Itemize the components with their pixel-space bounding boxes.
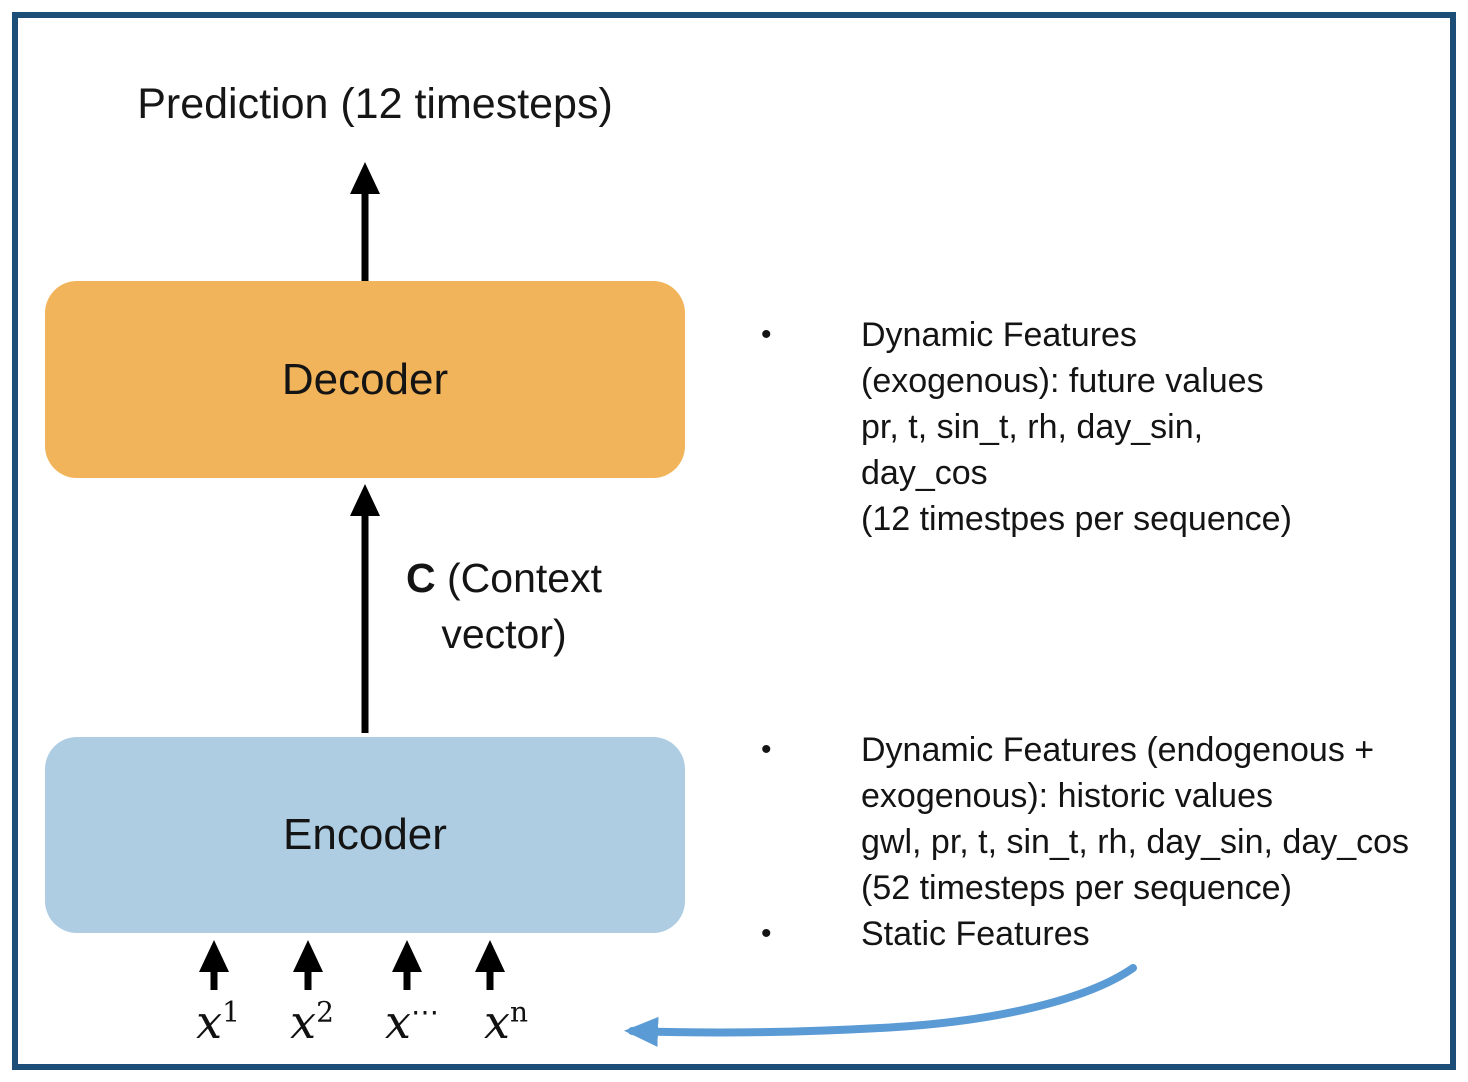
bullet-line: gwl, pr, t, sin_t, rh, day_sin, day_cos xyxy=(861,823,1410,861)
bullet-icon: • xyxy=(761,733,772,766)
context-label-line1: (Context xyxy=(435,555,602,601)
input-label-xdots: x⋯ xyxy=(364,995,460,1049)
input-sup: 2 xyxy=(316,995,334,1029)
decoder-features-list: • Dynamic Features (exogenous): future v… xyxy=(755,312,1435,542)
decoder-label: Decoder xyxy=(281,354,449,404)
input-base: x xyxy=(385,995,411,1049)
input-sup: ⋯ xyxy=(410,995,439,1029)
encoder-label: Encoder xyxy=(283,810,447,859)
input-label-xn: xn xyxy=(458,995,554,1049)
bullet-text: Dynamic Features (exogenous): future val… xyxy=(861,312,1435,542)
bullet-icon: • xyxy=(761,917,772,950)
decoder-box: Decoder xyxy=(45,281,685,478)
bullet-line: (exogenous): future values xyxy=(861,362,1264,400)
context-c-symbol: C xyxy=(406,555,436,601)
input-base: x xyxy=(484,995,510,1049)
bullet-text: Static Features xyxy=(861,911,1435,957)
bullet-text: Dynamic Features (endogenous + exogenous… xyxy=(861,727,1435,911)
input-base: x xyxy=(196,995,223,1049)
bullet-line: Dynamic Features (endogenous + xyxy=(861,731,1375,769)
bullet-line: exogenous): historic values xyxy=(861,777,1274,815)
list-item: • Static Features xyxy=(755,911,1435,957)
context-vector-label: C (Context vector) xyxy=(388,550,620,662)
input-label-x2: x2 xyxy=(264,995,360,1049)
list-item: • Dynamic Features (exogenous): future v… xyxy=(755,312,1435,542)
bullet-line: (52 timesteps per sequence) xyxy=(861,869,1292,907)
bullet-icon: • xyxy=(761,318,772,351)
input-label-x1: x1 xyxy=(170,995,266,1049)
bullet-line: day_cos xyxy=(861,454,988,492)
prediction-title: Prediction (12 timesteps) xyxy=(137,80,613,128)
input-sup: n xyxy=(509,995,528,1029)
bullet-line: (12 timestpes per sequence) xyxy=(861,500,1292,538)
encoder-features-list: • Dynamic Features (endogenous + exogeno… xyxy=(755,727,1435,957)
list-item: • Dynamic Features (endogenous + exogeno… xyxy=(755,727,1435,911)
outer-frame xyxy=(12,12,1456,1070)
bullet-line: Static Features xyxy=(861,915,1090,953)
input-sup: 1 xyxy=(222,995,240,1029)
encoder-box: Encoder xyxy=(45,737,685,933)
input-base: x xyxy=(290,995,317,1049)
bullet-line: pr, t, sin_t, rh, day_sin, xyxy=(861,408,1204,446)
bullet-line: Dynamic Features xyxy=(861,316,1137,354)
context-label-line2: vector) xyxy=(441,611,567,657)
